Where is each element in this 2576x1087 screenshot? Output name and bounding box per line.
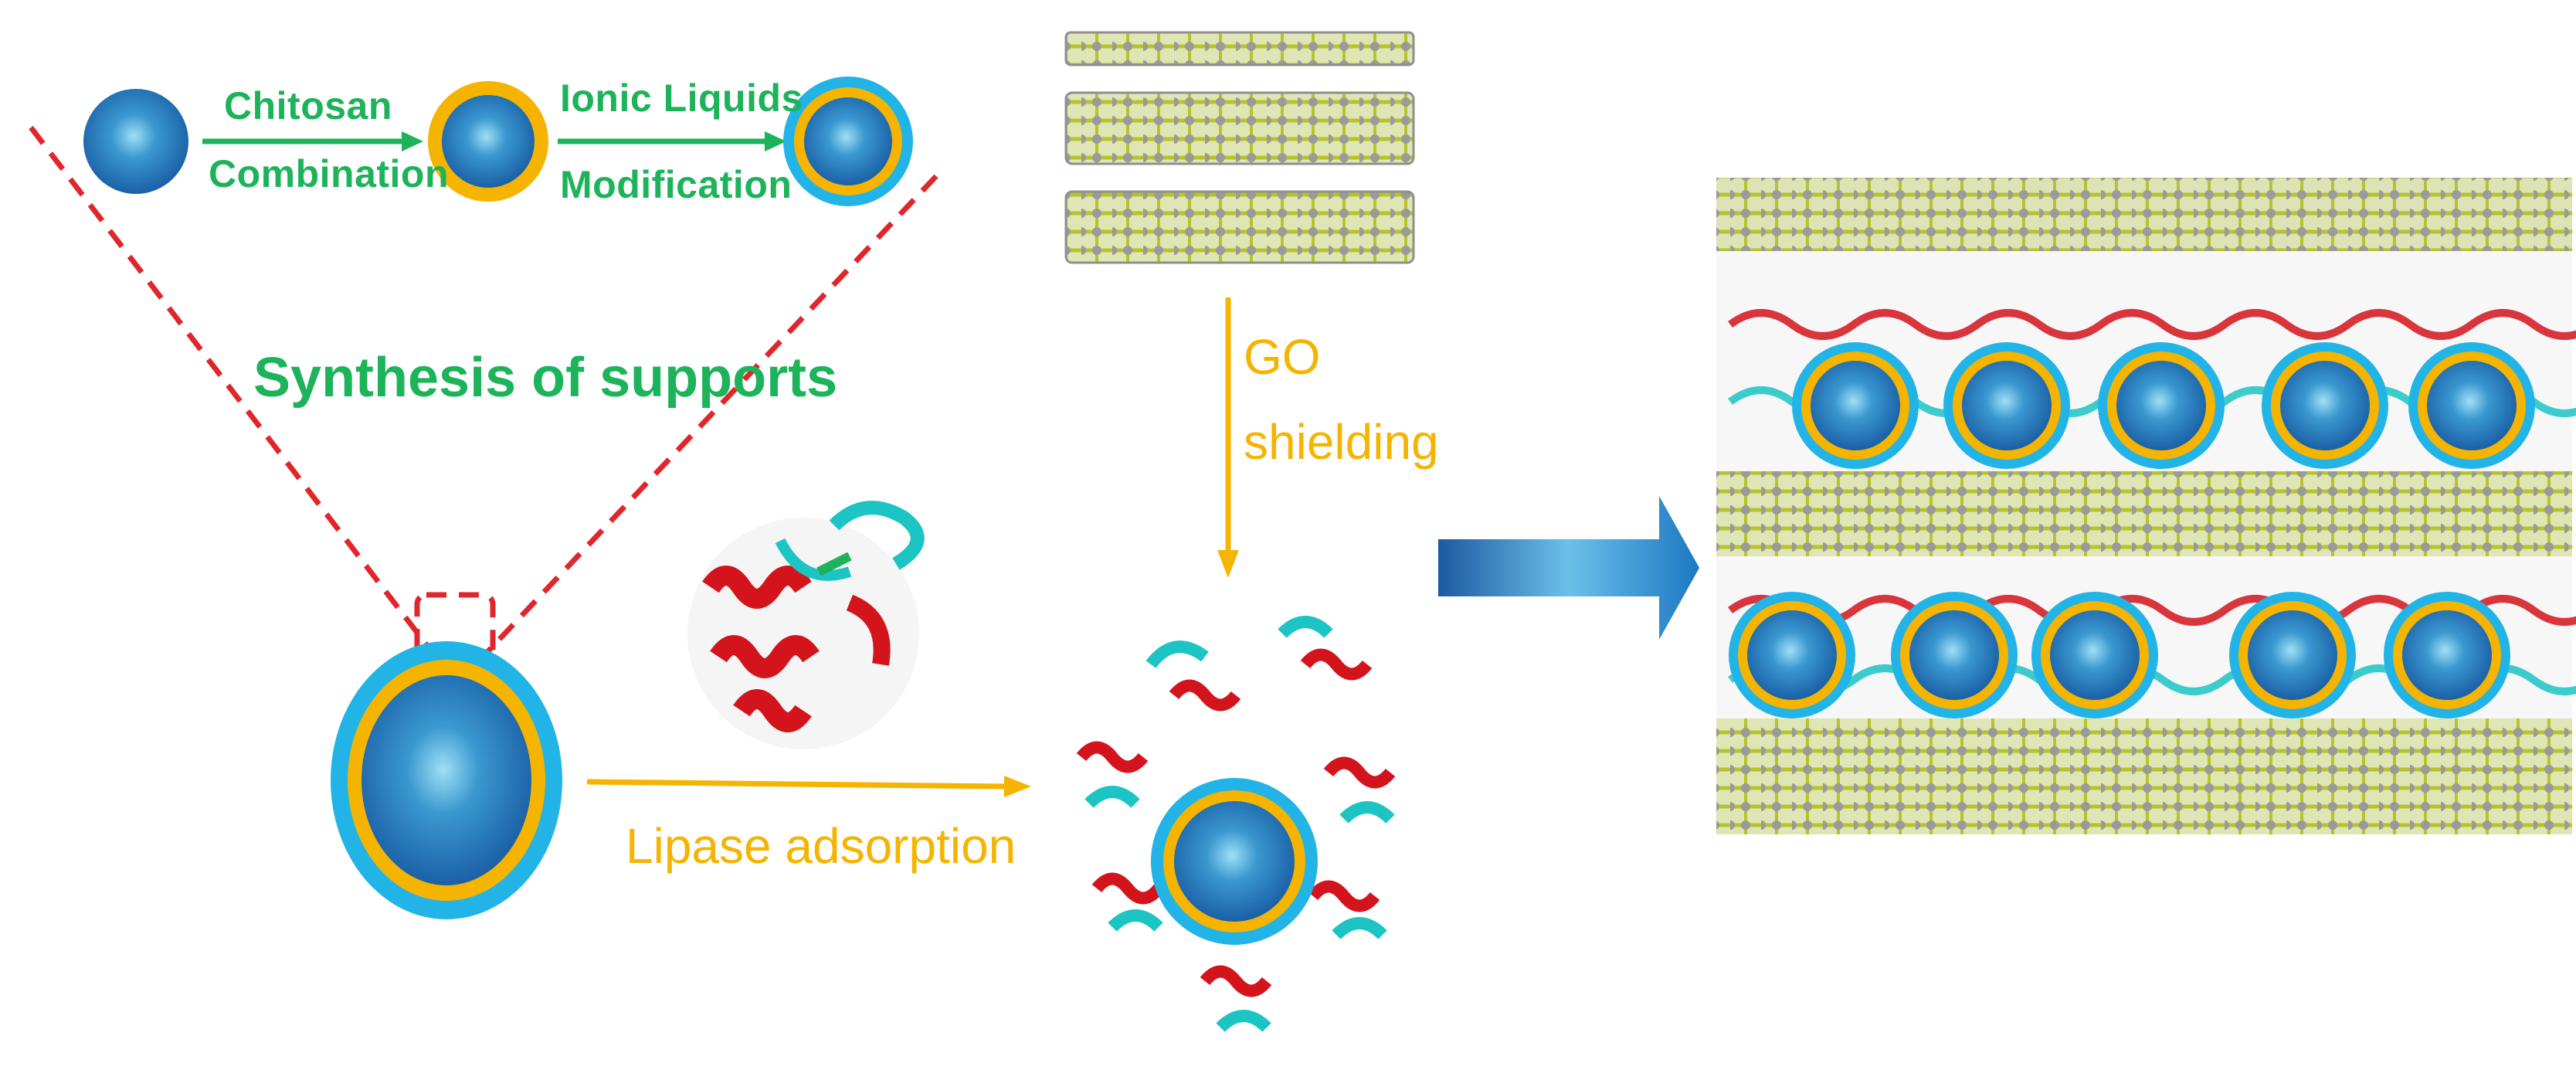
ionic-liquids-label: Ionic Liquids	[560, 76, 803, 120]
go-sandwich-assembly	[1716, 178, 2576, 834]
coated-particle	[1729, 592, 1855, 718]
coated-particle	[1792, 342, 1919, 469]
shielding-label: shielding	[1244, 414, 1439, 470]
coated-particle	[1891, 592, 2018, 718]
synthesis-label: Synthesis of supports	[253, 347, 838, 409]
go-sheet-stack	[1064, 31, 1415, 264]
modification-label: Modification	[560, 163, 792, 206]
coated-particle	[2229, 592, 2356, 718]
large-support-particle	[331, 641, 562, 919]
particle-row-lower	[1729, 592, 2510, 718]
lipase-loaded-particle	[1076, 616, 1396, 1032]
particle-row-upper	[1792, 342, 2535, 469]
protein-cluster	[1076, 616, 1396, 1032]
lipase-adsorption-label: Lipase adsorption	[626, 818, 1016, 874]
bare-core-particle	[83, 89, 188, 194]
chitosan-coated-particle	[428, 81, 548, 202]
coated-particle	[2031, 592, 2158, 718]
go-label: GO	[1244, 329, 1321, 385]
lipase-adsorption-arrow	[586, 776, 1031, 797]
coated-particle	[2408, 342, 2535, 469]
ionic-liquid-modified-particle	[783, 76, 913, 206]
chitosan-label: Chitosan	[224, 84, 392, 127]
go-shielding-arrow	[1217, 297, 1239, 578]
coated-particle	[2262, 342, 2388, 469]
combination-label: Combination	[209, 152, 450, 195]
coated-particle	[2098, 342, 2225, 469]
coated-particle	[2384, 592, 2510, 718]
chitosan-arrow	[202, 131, 423, 151]
coated-particle	[1943, 342, 2070, 469]
ionic-liquid-arrow	[558, 131, 786, 151]
process-arrow	[1438, 496, 1699, 640]
lipase-protein-structure	[687, 501, 925, 749]
